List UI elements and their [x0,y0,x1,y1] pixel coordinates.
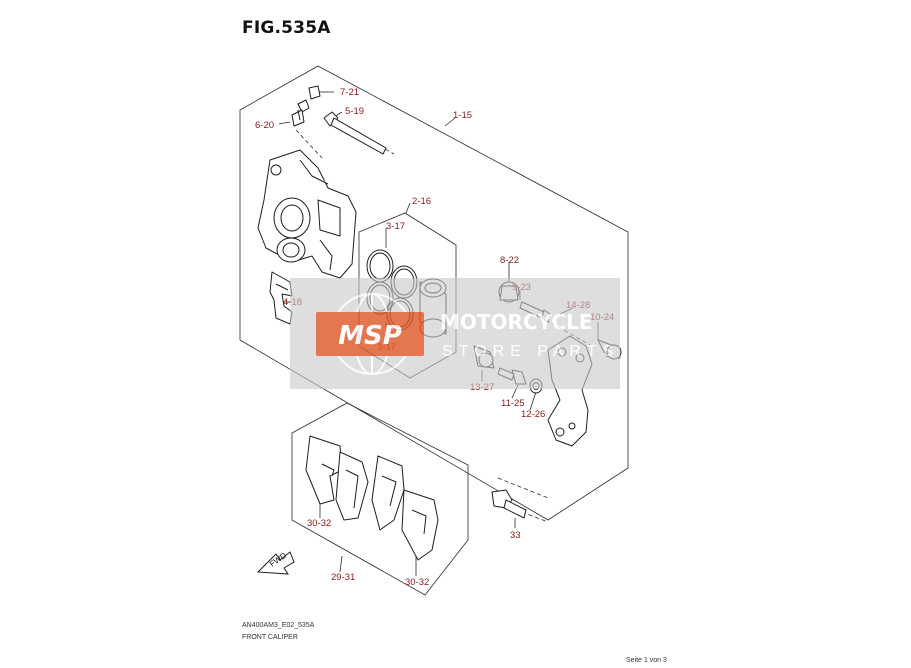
bleeder-valve [291,99,310,127]
callout-1-15: 1-15 [453,110,472,121]
caliper-body [257,149,357,279]
callout-6-20: 6-20 [255,120,274,131]
brake-pad-right [401,489,439,561]
callout-8-22: 8-22 [500,255,519,266]
brake-pad-center [335,451,369,521]
page-indicator: Seite 1 von 3 [626,657,667,664]
brake-pad-shim [371,455,405,531]
slide-pin [323,111,387,155]
caliper-assembly-outline [239,65,629,521]
watermark-line1: MOTORCYCLE [440,310,592,334]
bleeder-cap [308,85,321,100]
callout-30-32-left: 30-32 [307,518,331,529]
callout-12-26: 12-26 [521,409,545,420]
msp-badge [316,312,424,356]
fwd-arrow-icon: FWD [256,551,295,575]
figure-title: FIG.535A [242,18,331,38]
callout-30-32-right: 30-32 [405,577,429,588]
mounting-bolt [491,489,527,519]
callout-33: 33 [510,530,521,541]
figure-code: AN400AM3_E02_535A [242,622,315,629]
callout-29-31: 29-31 [331,572,355,583]
watermark-line2: STORE PARTS [442,343,619,360]
watermark: MSP MOTORCYCLE STORE PARTS [290,278,620,389]
msp-badge-text: MSP [338,321,402,351]
callout-2-16: 2-16 [412,196,431,207]
brake-pad-left [305,435,343,505]
callout-5-19: 5-19 [345,106,364,117]
callout-3-17-upper: 3-17 [386,221,405,232]
brake-pad-outline [291,402,469,596]
callout-7-21: 7-21 [340,87,359,98]
callout-11-25: 11-25 [501,398,525,409]
figure-name: FRONT CALIPER [242,634,298,641]
